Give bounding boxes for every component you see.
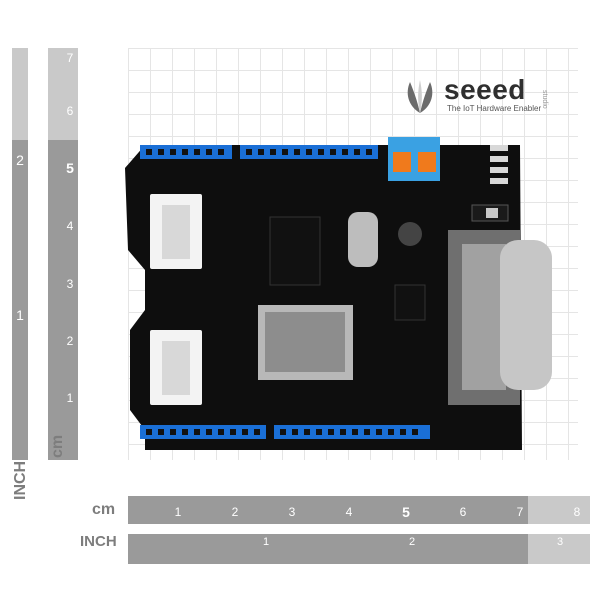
svg-text:4: 4	[67, 219, 74, 233]
svg-text:1: 1	[16, 307, 24, 323]
bottom-ruler-inch: 1 2 3	[128, 534, 590, 564]
brand-tagline: The IoT Hardware Enabler	[447, 104, 542, 113]
svg-text:3: 3	[67, 277, 74, 291]
ruler-unit-cm: cm	[92, 501, 116, 518]
power-switch	[471, 204, 509, 222]
status-leds	[490, 145, 508, 184]
left-ruler-cm: 7 6 5 4 3 2 1	[48, 48, 78, 460]
left-ruler-inch: 2 1	[12, 48, 28, 460]
left-ruler-unit-inch: INCH	[12, 460, 29, 500]
transceiver-chip	[394, 284, 426, 321]
svg-text:2: 2	[409, 536, 415, 548]
svg-text:1: 1	[175, 505, 182, 519]
db9-connector-icon	[448, 230, 552, 405]
svg-text:2: 2	[232, 505, 239, 519]
left-ruler-unit-cm: cm	[49, 434, 66, 458]
brand-studio: studio	[541, 90, 548, 109]
svg-text:3: 3	[289, 505, 296, 519]
bottom-header-left	[140, 425, 266, 439]
svg-text:2: 2	[16, 152, 24, 168]
svg-text:2: 2	[67, 334, 74, 348]
svg-text:7: 7	[67, 51, 74, 65]
bottom-ruler-cm: 1 2 3 4 5 6 7 8	[128, 496, 590, 524]
svg-text:1: 1	[263, 536, 269, 548]
terminal-block	[388, 137, 440, 181]
capacitor	[398, 222, 422, 246]
svg-text:6: 6	[67, 104, 74, 118]
svg-text:6: 6	[460, 505, 467, 519]
grove-connector-a0	[150, 194, 202, 269]
svg-text:5: 5	[66, 160, 74, 176]
micro-sd-slot-icon	[258, 305, 353, 380]
brand-name: seeed	[444, 74, 526, 105]
can-controller-chip	[269, 216, 321, 286]
can-bus-shield-board	[125, 145, 522, 450]
svg-text:8: 8	[574, 505, 581, 519]
ruler-unit-inch: INCH	[80, 533, 117, 550]
grove-connector-i2c	[150, 330, 202, 405]
crystal	[348, 212, 378, 267]
svg-text:1: 1	[67, 391, 74, 405]
seeed-leaf-logo-icon	[407, 80, 433, 113]
svg-text:4: 4	[346, 505, 353, 519]
svg-text:5: 5	[402, 504, 410, 520]
svg-text:3: 3	[557, 536, 563, 548]
header-pins	[146, 149, 418, 435]
svg-text:7: 7	[517, 505, 524, 519]
